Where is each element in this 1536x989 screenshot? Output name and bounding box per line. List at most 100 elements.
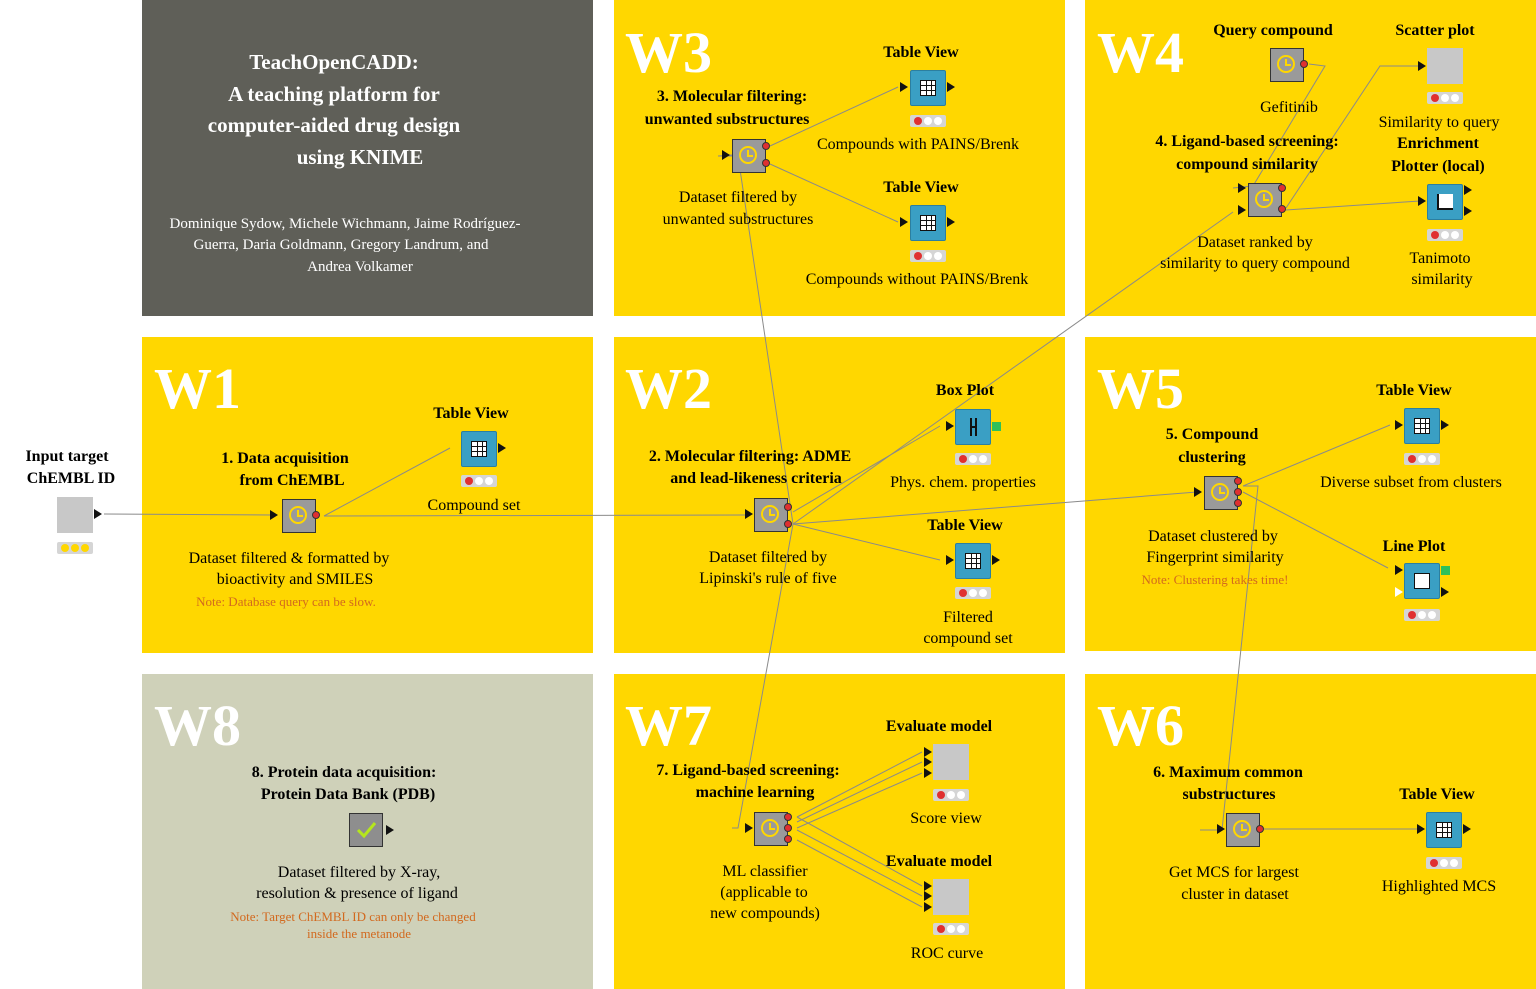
w2-view-title: Table View: [927, 517, 1003, 534]
w4-enrich-in-port-icon: [1418, 196, 1426, 206]
w8-metanode[interactable]: [349, 813, 383, 847]
clock-icon: [739, 146, 757, 164]
w5-in-port-icon: [1194, 487, 1202, 497]
w3-view2-title: Table View: [883, 179, 959, 196]
link-w7-eval2c: [796, 839, 923, 908]
clock-icon: [289, 506, 307, 524]
w6-desc-line1: Get MCS for largest: [1169, 864, 1299, 881]
w8-title-line1: 8. Protein data acquisition:: [251, 764, 437, 781]
w4-in-port2-icon: [1238, 205, 1246, 215]
w4-out-port2-icon: [1278, 205, 1286, 213]
w3-view2-in-port-icon: [900, 217, 908, 227]
w7-eval1-caption: Score view: [910, 810, 982, 827]
w4-enrich-caption-line2: similarity: [1411, 271, 1473, 288]
table-icon: [965, 553, 981, 569]
title-line4: using KNIME: [296, 145, 424, 169]
w4-tag: W4: [1097, 20, 1184, 85]
w4-title-line2: compound similarity: [1176, 156, 1318, 173]
w5-note: Note: Clustering takes time!: [1141, 572, 1289, 587]
w5-tag: W5: [1097, 356, 1184, 421]
w8-note-line1: Note: Target ChEMBL ID can only be chang…: [230, 909, 476, 924]
link-w5-w6: [1200, 485, 1259, 831]
w6-desc-line2: cluster in dataset: [1181, 886, 1289, 903]
w3-view2-status: [910, 250, 946, 262]
w4-scatter-status: [1427, 92, 1463, 104]
input-node[interactable]: [57, 497, 93, 533]
w3-table-view2-node[interactable]: [910, 205, 946, 241]
w5-desc-line2: Fingerprint similarity: [1146, 549, 1284, 566]
table-icon: [1436, 822, 1452, 838]
title-line3: computer-aided drug design: [207, 113, 461, 137]
w6-in-port-icon: [1217, 824, 1225, 834]
w4-query-node[interactable]: [1270, 48, 1304, 82]
w6-tag: W6: [1097, 693, 1184, 758]
link-w2-w5: [792, 491, 1198, 525]
w5-out-port3-icon: [1234, 499, 1242, 507]
w4-enrich-out-port2-icon: [1464, 206, 1472, 216]
w7-eval2-status: [933, 923, 969, 935]
w5-line-in-port2-icon: [1395, 587, 1403, 597]
w8-desc-line2: resolution & presence of ligand: [256, 885, 458, 902]
w4-scatter-title: Scatter plot: [1395, 22, 1475, 39]
w5-line-title: Line Plot: [1382, 538, 1446, 555]
link-w7-eval1b: [796, 761, 923, 823]
w4-scatter-plot-node[interactable]: [1427, 48, 1463, 84]
link-w2-w7: [732, 523, 794, 829]
w6-out-port-icon: [1256, 825, 1264, 833]
w7-metanode[interactable]: [754, 812, 788, 846]
w2-title-line2: and lead-likeness criteria: [670, 470, 842, 487]
w2-metanode[interactable]: [754, 498, 788, 532]
w5-view-in-port-icon: [1395, 420, 1403, 430]
w5-view-caption: Diverse subset from clusters: [1320, 474, 1502, 491]
w3-table-view1-node[interactable]: [910, 70, 946, 106]
w1-table-view-node[interactable]: [461, 431, 497, 467]
w5-metanode[interactable]: [1204, 476, 1238, 510]
table-icon: [920, 80, 936, 96]
w5-line-status: [1404, 609, 1440, 621]
w4-metanode[interactable]: [1248, 183, 1282, 217]
w2-out-port2-icon: [784, 520, 792, 528]
w6-table-view-node[interactable]: [1426, 812, 1462, 848]
link-w3-view1: [769, 86, 899, 147]
link-w2-view: [792, 523, 941, 561]
w2-view-in-port-icon: [946, 555, 954, 565]
w4-scatter-caption: Similarity to query: [1378, 114, 1500, 131]
w3-view2-caption: Compounds without PAINS/Brenk: [805, 271, 1029, 288]
w5-view-status: [1404, 453, 1440, 465]
w2-box-title: Box Plot: [935, 382, 995, 399]
link-w7-eval1a: [796, 751, 923, 818]
w5-line-plot-node[interactable]: [1404, 563, 1440, 599]
clock-icon: [1277, 55, 1295, 73]
w8-desc-line1: Dataset filtered by X-ray,: [277, 864, 441, 881]
w2-title-line1: 2. Molecular filtering: ADME: [648, 448, 852, 465]
w4-enrichment-node[interactable]: [1427, 184, 1463, 220]
w2-box-plot-node[interactable]: [955, 409, 991, 445]
w3-view1-status: [910, 115, 946, 127]
w5-out-port1-icon: [1234, 477, 1242, 485]
w4-enrich-title-line1: Enrichment: [1397, 135, 1479, 152]
w5-table-view-node[interactable]: [1404, 408, 1440, 444]
input-label-line1: Input target: [25, 448, 109, 465]
w7-evaluate-model1-node[interactable]: [933, 744, 969, 780]
authors-line3: Andrea Volkamer: [307, 259, 413, 275]
w4-title-line1: 4. Ligand-based screening:: [1155, 133, 1339, 150]
w2-tag: W2: [625, 356, 712, 421]
w6-view-in-port-icon: [1417, 824, 1425, 834]
w3-panel: [614, 0, 1065, 316]
w7-evaluate-model2-node[interactable]: [933, 879, 969, 915]
w3-desc-line1: Dataset filtered by: [678, 189, 798, 206]
w1-view-port-icon: [498, 443, 506, 453]
w8-note-line2: inside the metanode: [307, 926, 411, 941]
w3-metanode[interactable]: [732, 139, 766, 173]
link-w1-w2: [323, 514, 747, 517]
w2-out-port1-icon: [784, 503, 792, 511]
w6-metanode[interactable]: [1226, 813, 1260, 847]
w3-tag: W3: [625, 20, 712, 85]
w2-table-view-node[interactable]: [955, 543, 991, 579]
w4-desc-line2: similarity to query compound: [1160, 255, 1350, 272]
w1-metanode[interactable]: [282, 499, 316, 533]
box-plot-icon: [970, 418, 977, 436]
w1-title-line2: from ChEMBL: [239, 472, 345, 489]
w2-in-port-icon: [745, 509, 753, 519]
w4-desc-line1: Dataset ranked by: [1197, 234, 1313, 251]
